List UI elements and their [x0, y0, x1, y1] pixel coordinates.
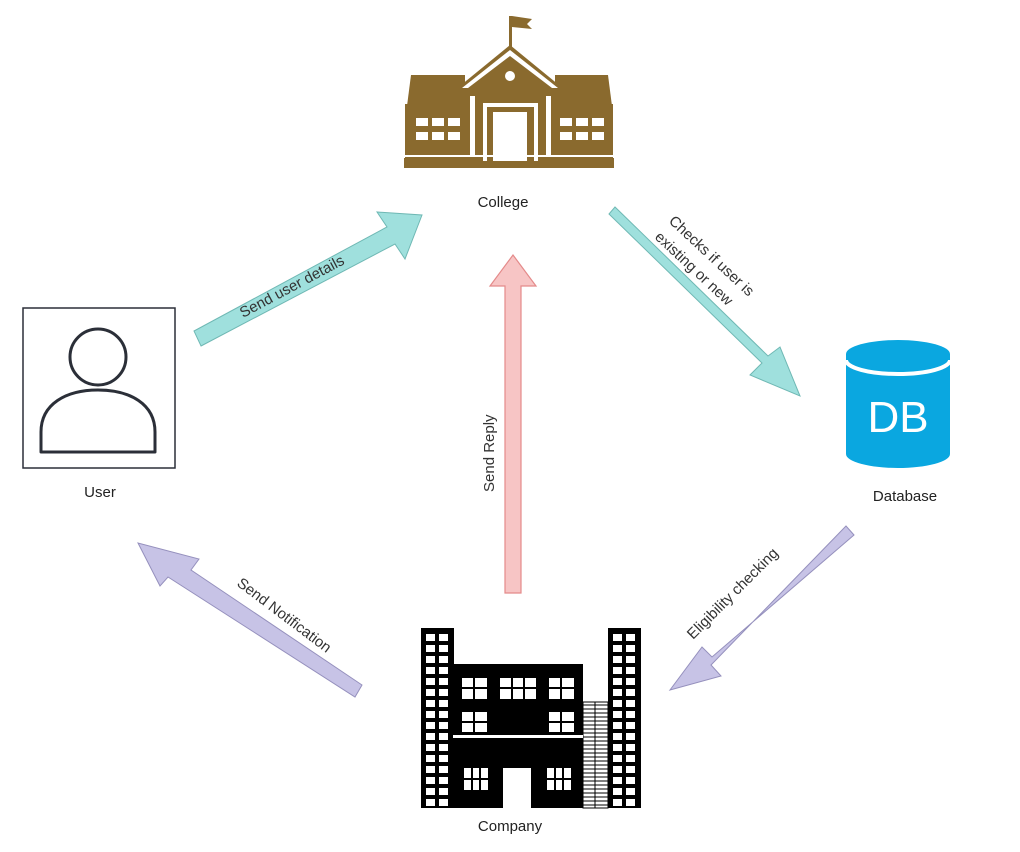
- tower-window: [426, 667, 435, 674]
- tower-window: [439, 766, 448, 773]
- tower-window: [439, 755, 448, 762]
- tower-window: [426, 678, 435, 685]
- tower-window: [626, 656, 635, 663]
- tower-window: [626, 667, 635, 674]
- arrow-user-to-college: [193, 211, 423, 347]
- tower-window: [439, 777, 448, 784]
- tower-window: [626, 700, 635, 707]
- tower-window: [439, 645, 448, 652]
- user-label: User: [84, 484, 116, 501]
- tower-window: [613, 711, 622, 718]
- edge-label-send-user-details: Send user details: [237, 252, 347, 321]
- tower-window: [626, 722, 635, 729]
- tower-window: [626, 777, 635, 784]
- tower-window: [613, 667, 622, 674]
- tower-window: [439, 667, 448, 674]
- tower-window: [626, 711, 635, 718]
- tower-window: [613, 678, 622, 685]
- tower-window: [613, 722, 622, 729]
- arrow-company-to-user: [137, 542, 363, 698]
- college-label: College: [477, 194, 529, 211]
- tower-window: [626, 733, 635, 740]
- tower-window: [613, 777, 622, 784]
- tower-window: [626, 645, 635, 652]
- tower-window: [613, 700, 622, 707]
- tower-window: [439, 700, 448, 707]
- tower-window: [626, 755, 635, 762]
- tower-window: [426, 700, 435, 707]
- edge-label-eligibility-checking: Eligibility checking: [684, 545, 782, 643]
- tower-window: [626, 634, 635, 641]
- tower-window: [613, 645, 622, 652]
- tower-window: [439, 799, 448, 806]
- tower-window: [439, 689, 448, 696]
- database-icon: DB: [844, 340, 952, 468]
- tower-window: [426, 733, 435, 740]
- tower-window: [426, 634, 435, 641]
- tower-window: [626, 788, 635, 795]
- tower-window: [439, 788, 448, 795]
- tower-window: [439, 733, 448, 740]
- tower-window: [439, 634, 448, 641]
- tower-window: [439, 711, 448, 718]
- edge-label-send-reply: Send Reply: [481, 414, 498, 492]
- tower-window: [426, 766, 435, 773]
- tower-window: [426, 777, 435, 784]
- tower-window: [439, 656, 448, 663]
- tower-window: [426, 788, 435, 795]
- tower-window: [426, 744, 435, 751]
- tower-window: [613, 689, 622, 696]
- user-icon: [22, 307, 176, 469]
- tower-window: [426, 799, 435, 806]
- tower-window: [426, 755, 435, 762]
- database-label: Database: [872, 488, 938, 505]
- tower-window: [426, 722, 435, 729]
- tower-window: [439, 744, 448, 751]
- tower-window: [426, 656, 435, 663]
- tower-window: [426, 689, 435, 696]
- database-icon-text: DB: [867, 393, 928, 442]
- tower-window: [613, 766, 622, 773]
- tower-window: [426, 711, 435, 718]
- tower-window: [613, 656, 622, 663]
- tower-window: [613, 799, 622, 806]
- tower-window: [439, 678, 448, 685]
- tower-window: [613, 634, 622, 641]
- tower-window: [439, 722, 448, 729]
- tower-window: [626, 766, 635, 773]
- tower-window: [613, 788, 622, 795]
- arrow-company-to-college: [488, 253, 538, 594]
- arrow-database-to-company: [668, 525, 855, 691]
- tower-window: [613, 744, 622, 751]
- arrow-college-to-database: [608, 206, 801, 397]
- tower-window: [613, 733, 622, 740]
- company-label: Company: [477, 818, 543, 835]
- tower-window: [426, 645, 435, 652]
- company-building-icon: [421, 628, 641, 809]
- tower-window: [626, 799, 635, 806]
- tower-window: [626, 678, 635, 685]
- tower-window: [626, 689, 635, 696]
- college-building-icon: [404, 16, 614, 168]
- tower-window: [613, 755, 622, 762]
- tower-window: [626, 744, 635, 751]
